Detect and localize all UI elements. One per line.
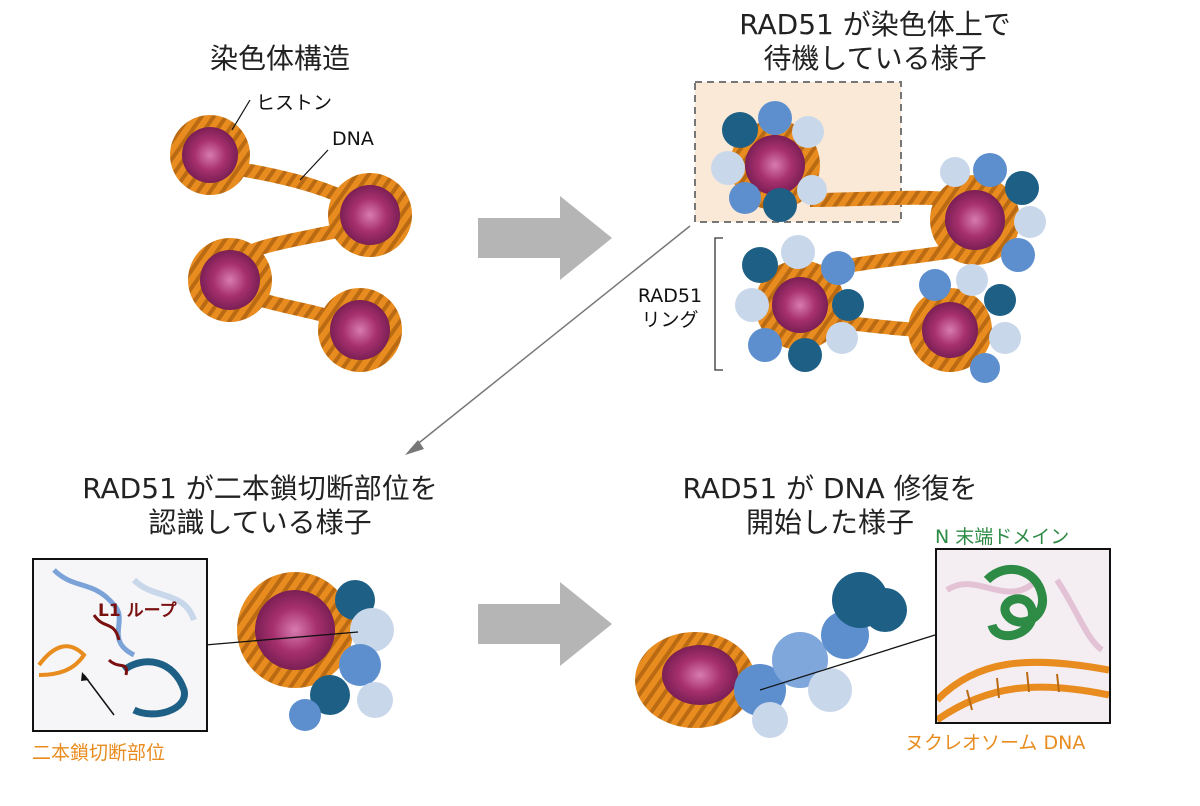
n-domain-inset [935,548,1111,724]
label-line: RAD51 [637,285,703,307]
nucleosome [318,288,402,372]
title-line: 待機している様子 [763,42,987,75]
l1-loop-inset: L1 ループ [32,558,208,732]
rad51-ring-label: RAD51 リング [630,284,710,332]
process-arrow [478,582,612,666]
inset-illustration [37,568,197,718]
title-line: 認識している様子 [148,506,372,539]
rad51-ring-cluster [735,235,864,372]
label-line: リング [641,309,699,331]
transition-arrow [409,225,691,451]
dsb-site-label: 二本鎖切断部位 [32,742,166,764]
dsb-recognition-structure [204,572,394,731]
chromatin-structure [170,99,412,372]
rad51-ring-cluster [930,153,1046,272]
process-arrow [478,196,612,280]
panel-title-recognition: RAD51 が二本鎖切断部位を 認識している様子 [60,472,460,540]
nucleosome [170,115,250,195]
panel-title-chromatin: 染色体構造 [209,42,350,75]
nucleosome [188,238,272,322]
rad51-ring-cluster [711,101,827,222]
panel-title-repair: RAD51 が DNA 修復を 開始した様子 [660,472,1000,540]
histone-label: ヒストン [256,92,333,114]
title-line: 開始した様子 [745,506,914,539]
inset-pointer [759,634,936,691]
inset-pointer [204,631,359,646]
dna-repair-structure [635,572,936,738]
histone-pointer [231,99,251,131]
title-line: RAD51 が DNA 修復を [682,472,978,505]
rad51-ring-cluster [908,264,1021,383]
nucleosome-dna-label: ヌクレオソーム DNA [905,732,1086,754]
title-line: RAD51 が二本鎖切断部位を [82,472,438,505]
rad51-waiting-structure [694,81,1046,383]
rad51-ring-bracket [714,237,723,371]
panel-title-waiting: RAD51 が染色体上で 待機している様子 [700,8,1050,76]
title-line: RAD51 が染色体上で [739,8,1011,41]
n-domain-label: N 末端ドメイン [935,526,1070,548]
dna-pointer [299,149,329,181]
l1-loop-label: L1 ループ [98,601,177,621]
inset-illustration [937,550,1109,722]
dna-label: DNA [332,128,374,150]
nucleosome [328,173,412,257]
